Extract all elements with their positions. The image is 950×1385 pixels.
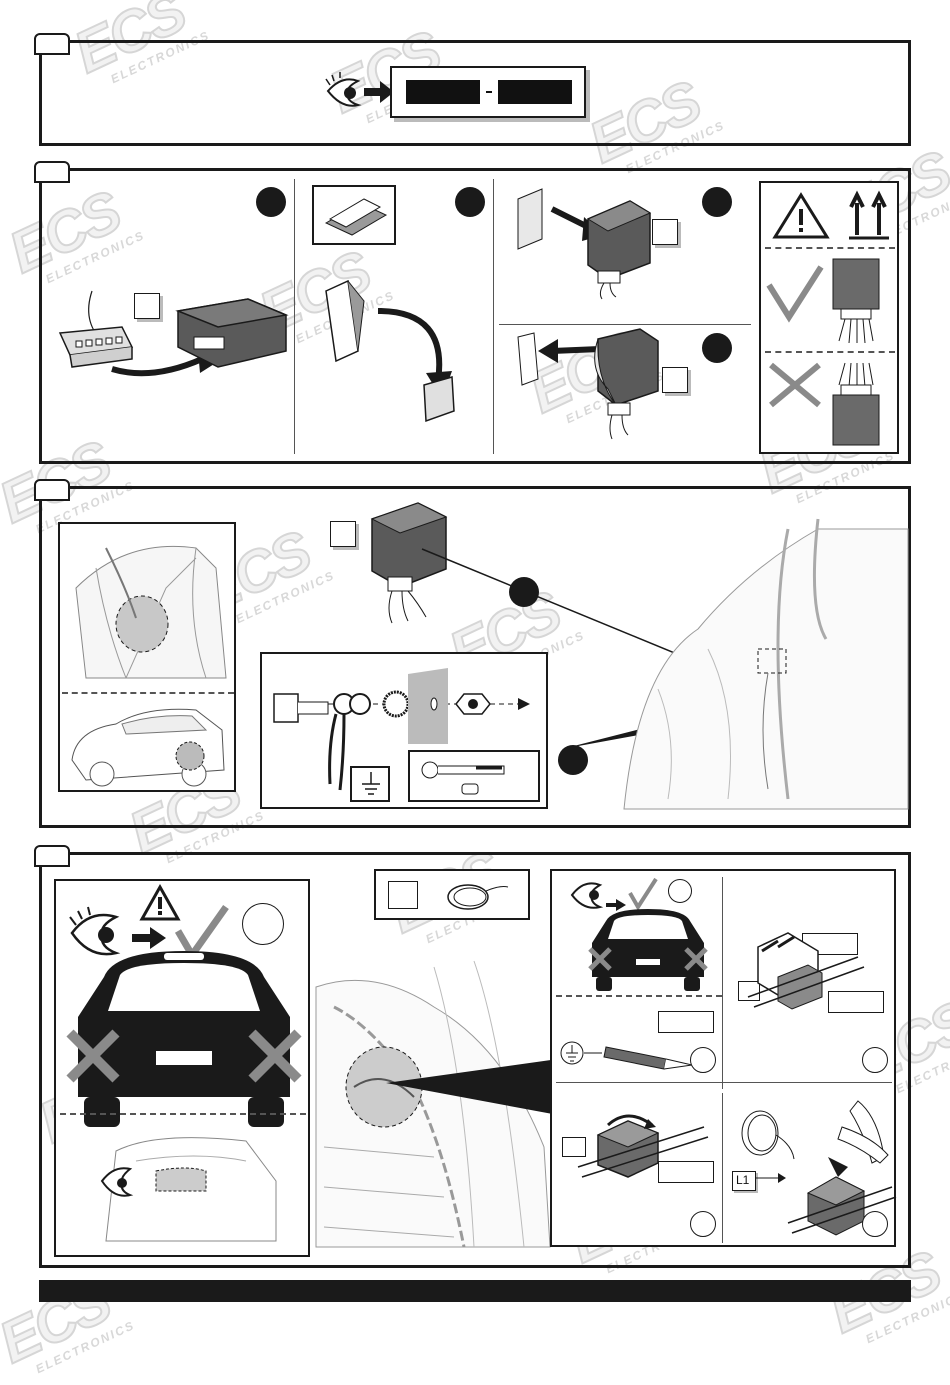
open-tailgate-illustration — [100, 1137, 277, 1242]
step-number-circle — [690, 1047, 716, 1073]
arrow-right-icon — [756, 1173, 786, 1183]
step-4-panel: L1 — [39, 852, 911, 1268]
part-number-redacted-2 — [498, 80, 572, 104]
eye-icon — [570, 882, 604, 909]
value-field — [658, 1011, 714, 1033]
tool-box — [408, 750, 540, 802]
divider — [722, 1093, 723, 1243]
divider — [722, 877, 723, 1089]
callout-box — [562, 1137, 586, 1157]
trunk-location-box — [58, 522, 236, 792]
step-marker-dot — [702, 333, 732, 363]
wire-coil-box — [374, 869, 530, 920]
step-number-circle — [862, 1211, 888, 1237]
divider — [62, 692, 234, 694]
module-upright-icon — [832, 258, 880, 344]
check-mark-icon — [628, 877, 658, 911]
step-marker-dot — [702, 187, 732, 217]
car-rear-view-illustration — [66, 951, 302, 1127]
zoom-pointer — [386, 1059, 558, 1115]
callout-box — [388, 881, 418, 909]
wire-label: L1 — [736, 1173, 750, 1187]
car-rear-view-icon — [588, 909, 708, 991]
attach-tape-illustration — [517, 188, 652, 300]
connector-module-illustration — [58, 290, 289, 377]
wire-coil-icon — [741, 1110, 795, 1160]
callout-box — [662, 367, 688, 393]
warning-triangle-icon — [772, 192, 830, 239]
step-2-tab — [34, 161, 70, 183]
trunk-interior-illustration — [75, 545, 227, 679]
part-number-redacted-1 — [406, 80, 480, 104]
side-cutter-icon — [787, 1100, 897, 1236]
callout-box — [134, 293, 160, 319]
socket-icon — [461, 783, 479, 795]
trunk-wiring-illustration — [315, 960, 551, 1248]
wire-tap-steps-box: L1 — [550, 869, 897, 1247]
value-field — [658, 1161, 714, 1183]
divider — [556, 995, 722, 997]
step-3-tab — [34, 479, 70, 501]
wire-coil-icon — [447, 884, 509, 910]
ground-wires — [328, 713, 346, 791]
arrow-right-icon — [364, 81, 394, 103]
arrow-right-icon — [606, 899, 626, 911]
module-inverted-icon — [832, 362, 880, 446]
part-number-dash — [486, 91, 492, 93]
callout-box — [652, 219, 678, 245]
remove-backing-illustration — [517, 328, 659, 440]
divider — [765, 351, 895, 353]
divider — [556, 1082, 892, 1083]
step-number-circle — [242, 903, 284, 945]
wire-tap-connector-closed — [577, 1114, 709, 1178]
step-number-circle — [668, 879, 692, 903]
peel-tape-illustration — [325, 279, 455, 423]
divider — [294, 179, 295, 454]
divider — [493, 179, 494, 454]
test-lamp-illustration — [560, 1041, 693, 1070]
value-field — [828, 991, 884, 1013]
eye-icon — [69, 906, 121, 956]
orientation-legend — [759, 181, 899, 454]
car-rear-three-quarter-illustration — [71, 708, 225, 787]
eye-icon — [325, 72, 362, 107]
step-1-tab — [34, 33, 70, 55]
step-marker-dot — [509, 577, 539, 607]
step-marker-dot — [256, 187, 286, 217]
callout-box — [330, 521, 356, 547]
brake-light-check-box — [54, 879, 310, 1257]
footer-bar — [39, 1280, 911, 1302]
ground-fixing-box — [260, 652, 548, 809]
step-2-panel — [39, 168, 911, 464]
step-marker-dot — [558, 745, 588, 775]
divider — [60, 1113, 306, 1115]
arrow-right-icon — [132, 927, 166, 949]
warning-triangle-icon — [139, 883, 181, 921]
check-mark-icon — [766, 265, 824, 323]
adhesive-pad-thumbnail — [312, 185, 396, 245]
wire-label-box: L1 — [732, 1171, 756, 1191]
divider — [499, 324, 751, 325]
ratchet-wrench-icon — [421, 761, 505, 779]
trunk-closeup-illustration — [623, 518, 909, 810]
ground-symbol-box — [350, 766, 390, 802]
step-1-panel — [39, 40, 911, 146]
step-3-panel — [39, 486, 911, 828]
cross-mark-icon — [769, 362, 821, 408]
step-number-circle — [862, 1047, 888, 1073]
this-way-up-icon — [849, 190, 889, 240]
step-marker-dot — [455, 187, 485, 217]
step-number-circle — [690, 1211, 716, 1237]
wire-tap-connector-open — [747, 932, 865, 1010]
callout-box — [738, 981, 760, 1001]
ground-symbol-icon — [362, 772, 380, 795]
module-with-harness — [370, 502, 448, 624]
part-number-box — [390, 66, 586, 118]
bolt-stack-illustration — [273, 668, 530, 744]
step-4-tab — [34, 845, 70, 867]
divider — [765, 247, 895, 249]
